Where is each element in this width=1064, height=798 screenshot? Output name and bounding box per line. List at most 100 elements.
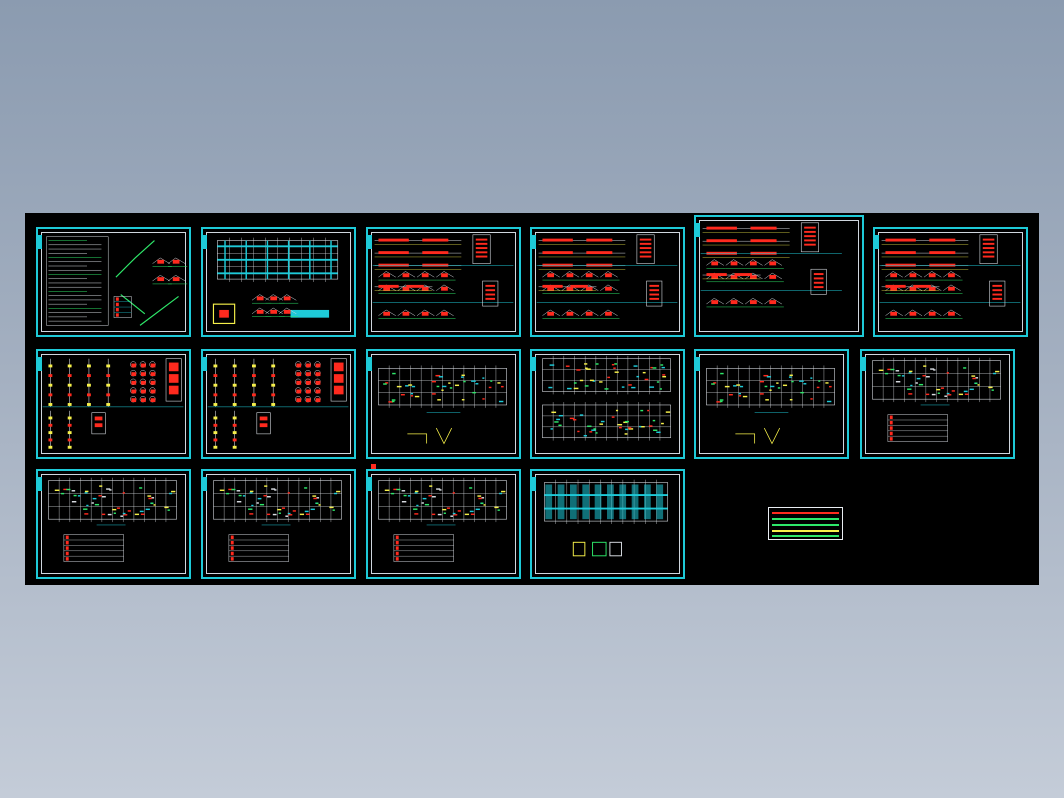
annotation-mark	[171, 490, 176, 493]
drawing-sheet[interactable]	[530, 227, 685, 337]
annotation-mark	[231, 488, 236, 491]
column-tag	[87, 403, 91, 406]
section-fill	[383, 311, 391, 316]
drawing-sheet[interactable]	[36, 349, 191, 459]
sheet-drawing	[700, 222, 842, 308]
drawing-sheet[interactable]	[694, 349, 849, 459]
annotation-mark	[113, 512, 116, 514]
sheet-tab	[696, 357, 700, 371]
schedule-table	[393, 534, 454, 562]
sheet-tab	[368, 235, 372, 249]
rebar-bar	[885, 263, 916, 267]
section-fill	[283, 309, 291, 314]
annotation-mark	[791, 380, 794, 383]
annotation-mark	[728, 394, 733, 396]
section-detail	[600, 284, 618, 291]
drawing-sheet[interactable]	[201, 227, 356, 337]
annotation-mark	[789, 399, 793, 401]
column-tag	[87, 364, 91, 368]
annotation-mark	[724, 385, 730, 388]
rebar-bar	[406, 284, 424, 288]
annotation-mark	[573, 382, 577, 384]
annotation-mark	[595, 432, 598, 434]
drawing-sheet[interactable]	[530, 349, 685, 459]
sheet-drawing	[872, 357, 1001, 442]
annotation-mark	[251, 504, 254, 507]
annotation-mark	[77, 495, 81, 497]
annotation-mark	[385, 382, 389, 384]
column-section-fill	[305, 389, 311, 394]
section-detail	[378, 309, 396, 316]
column-section-fill	[150, 372, 156, 377]
annotation-mark	[441, 389, 444, 391]
column-tag	[232, 423, 237, 427]
side-note-text	[804, 235, 816, 238]
drawing-sheet[interactable]	[873, 227, 1028, 337]
annotation-mark	[947, 394, 952, 396]
annotation-mark	[452, 492, 455, 494]
rebar-bar	[929, 263, 956, 267]
annotation-mark	[972, 377, 976, 380]
column-tag	[213, 383, 218, 387]
section-fill	[566, 311, 574, 316]
drawing-sheet[interactable]	[366, 349, 521, 459]
drawing-sheet[interactable]	[366, 227, 521, 337]
column-tag	[232, 383, 237, 387]
annotation-mark	[614, 371, 619, 373]
annotation-mark	[551, 411, 557, 414]
annotation-mark	[164, 506, 169, 509]
sheet-border	[535, 354, 680, 454]
title-block[interactable]	[768, 507, 843, 540]
side-note-text	[639, 255, 652, 258]
annotation-mark	[789, 374, 793, 377]
annotation-mark	[139, 510, 144, 513]
drawing-sheet[interactable]	[201, 469, 356, 579]
drawing-sheet[interactable]	[860, 349, 1015, 459]
side-note-box	[482, 280, 499, 307]
side-note-text	[168, 374, 179, 383]
column-section-fill	[140, 372, 146, 377]
sheet-drawing	[48, 477, 177, 562]
table-mark	[230, 551, 234, 556]
drawing-sheet[interactable]	[366, 469, 521, 579]
drawing-sheet[interactable]	[530, 469, 685, 579]
annotation-mark	[615, 409, 619, 412]
side-note-text	[649, 284, 660, 287]
detail-callout	[435, 427, 453, 445]
annotation-mark	[908, 372, 912, 374]
annotation-mark	[584, 385, 589, 387]
side-note-text	[982, 242, 995, 245]
annotation-mark	[140, 513, 145, 515]
section-detail	[923, 271, 942, 278]
drawing-sheet[interactable]	[36, 469, 191, 579]
annotation-mark	[436, 488, 441, 490]
drawing-canvas[interactable]	[25, 213, 1039, 585]
section-detail	[706, 259, 724, 266]
section-fill	[547, 311, 555, 316]
annotation-mark	[145, 508, 150, 511]
section-fill	[172, 259, 180, 264]
column-tag	[232, 393, 237, 397]
drawing-sheet[interactable]	[694, 215, 864, 337]
side-note-box	[256, 412, 271, 435]
drawing-sheet[interactable]	[201, 349, 356, 459]
sheet-tab	[368, 477, 372, 491]
sheet-drawing	[213, 477, 342, 562]
annotation-mark	[336, 490, 341, 493]
annotation-mark	[599, 381, 603, 383]
table-mark	[395, 540, 399, 545]
section-fill	[402, 286, 410, 291]
annotation-mark	[937, 392, 940, 394]
side-note-box	[472, 234, 491, 264]
section-fill	[928, 273, 936, 278]
section-fill	[270, 309, 278, 314]
annotation-mark	[453, 514, 458, 516]
table-mark	[395, 535, 399, 540]
strip-footing	[557, 484, 565, 520]
drawing-sheet[interactable]	[36, 227, 191, 337]
annotation-mark	[501, 490, 506, 493]
table-mark	[115, 302, 119, 307]
strip-footing	[582, 484, 590, 520]
annotation-mark	[803, 383, 807, 385]
annotation-mark	[313, 497, 317, 500]
